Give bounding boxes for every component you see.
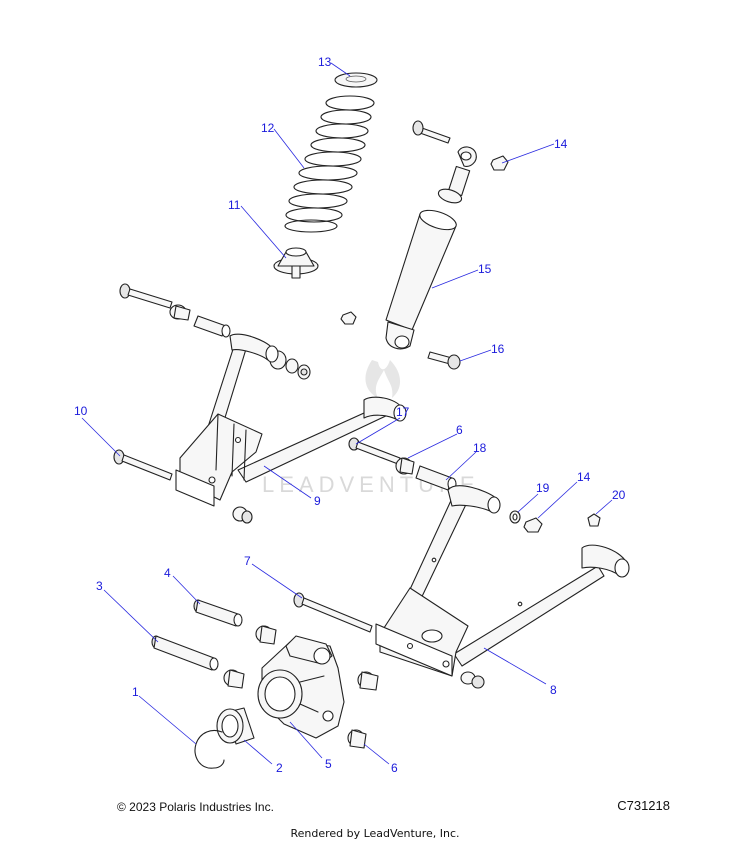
callout-numbers: 13 12 11 14 15 16 10 17 6 18 9 19 14 20 …	[74, 55, 626, 775]
callout-17[interactable]: 17	[396, 405, 410, 419]
small-flange-nut[interactable]	[587, 513, 601, 527]
callout-2[interactable]: 2	[276, 761, 283, 775]
callout-18[interactable]: 18	[473, 441, 487, 455]
callout-3[interactable]: 3	[96, 579, 103, 593]
shock-absorber-part[interactable]	[385, 146, 477, 350]
long-sleeve-pin[interactable]	[151, 635, 219, 671]
lower-arm-bushing-upper[interactable]	[395, 457, 415, 475]
callout-10[interactable]: 10	[74, 404, 88, 418]
spring-retainer-part[interactable]	[334, 72, 378, 88]
wheel-bearing-part[interactable]	[216, 707, 255, 745]
knuckle-bushing-upper[interactable]	[255, 625, 277, 645]
callout-14-upper[interactable]: 14	[554, 137, 568, 151]
lower-arm-pivot-bolt[interactable]	[293, 592, 373, 633]
lower-control-arm-part[interactable]	[375, 485, 630, 677]
copyright-notice: © 2023 Polaris Industries Inc.	[117, 800, 274, 814]
callout-7[interactable]: 7	[244, 554, 251, 568]
leader-lines	[81, 62, 613, 765]
shock-upper-bolt[interactable]	[412, 120, 451, 144]
drawing-number: C731218	[617, 798, 670, 813]
upper-control-arm-part[interactable]	[175, 333, 407, 507]
short-sleeve-pin[interactable]	[193, 599, 243, 627]
callout-8[interactable]: 8	[550, 683, 557, 697]
callout-12[interactable]: 12	[261, 121, 275, 135]
knuckle-bushing-left[interactable]	[223, 669, 245, 689]
spring-seat-part[interactable]	[273, 247, 319, 279]
bearing-carrier-part[interactable]	[257, 635, 345, 739]
callout-13[interactable]: 13	[318, 55, 332, 69]
washer-part[interactable]	[509, 510, 521, 524]
small-nut[interactable]	[340, 311, 357, 325]
upper-arm-pivot-nut[interactable]	[232, 506, 253, 524]
callout-5[interactable]: 5	[325, 757, 332, 771]
upper-arm-pivot-bolt[interactable]	[113, 449, 173, 481]
knuckle-bushing-lower[interactable]	[347, 729, 367, 749]
upper-arm-bolt[interactable]	[119, 283, 173, 309]
upper-arm-bushing[interactable]	[169, 304, 191, 321]
shock-lower-bolt[interactable]	[427, 351, 461, 370]
callout-11[interactable]: 11	[228, 198, 241, 212]
coil-spring-part[interactable]	[284, 95, 375, 233]
upper-arm-sleeve[interactable]	[193, 315, 231, 338]
callout-6-lower[interactable]: 6	[391, 761, 398, 775]
lower-arm-front-bolt[interactable]	[348, 437, 401, 465]
rendered-by-credit: Rendered by LeadVenture, Inc.	[290, 827, 460, 840]
lock-nut-lower[interactable]	[523, 517, 543, 533]
callout-6-upper[interactable]: 6	[456, 423, 463, 437]
callout-9[interactable]: 9	[314, 494, 321, 508]
callout-15[interactable]: 15	[478, 262, 492, 276]
callout-19[interactable]: 19	[536, 481, 550, 495]
callout-16[interactable]: 16	[491, 342, 505, 356]
callout-1[interactable]: 1	[132, 685, 139, 699]
callout-14-lower[interactable]: 14	[577, 470, 591, 484]
lower-arm-pivot-nut[interactable]	[460, 671, 485, 689]
knuckle-bushing-right[interactable]	[357, 671, 379, 691]
lock-nut-upper[interactable]	[490, 155, 509, 171]
callout-20[interactable]: 20	[612, 488, 626, 502]
callout-4[interactable]: 4	[164, 566, 171, 580]
